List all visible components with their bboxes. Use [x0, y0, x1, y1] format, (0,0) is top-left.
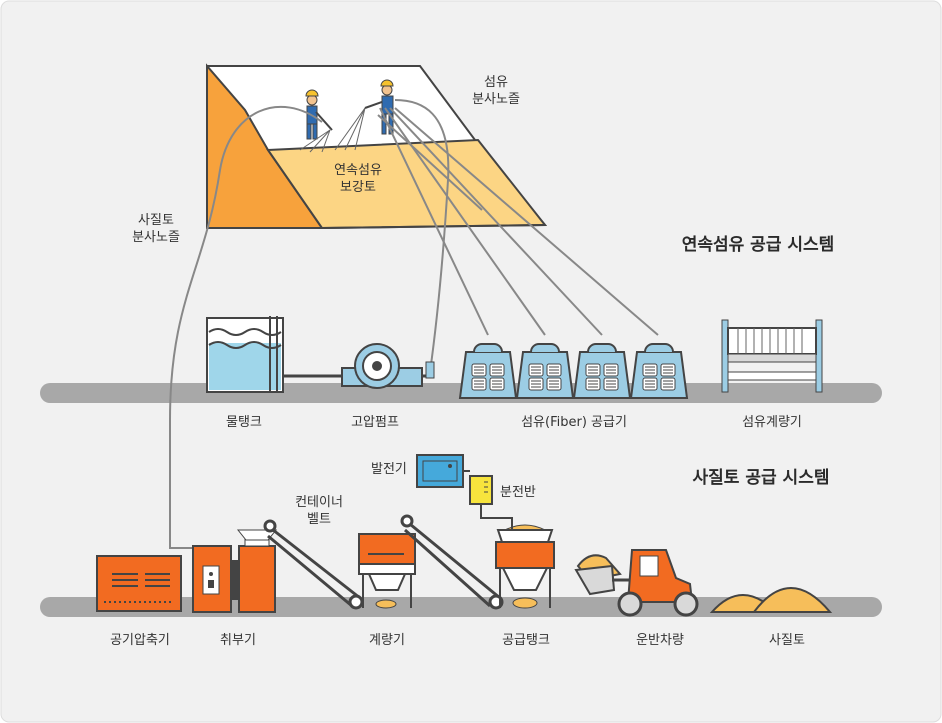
fiber-spool-icon[interactable]: [629, 343, 689, 399]
hp-pump-label: 고압펌프: [351, 415, 399, 430]
slope-label-line1: 연속섬유: [334, 163, 382, 178]
sand-piles: [709, 587, 833, 613]
conveyor-belt[interactable]: [263, 519, 364, 610]
distribution-panel[interactable]: [469, 475, 493, 505]
generator-label: 발전기: [371, 462, 407, 477]
supply-tank-label: 공급탱크: [502, 633, 550, 648]
fiber-nozzle-label-line1: 섬유: [484, 75, 508, 90]
conveyor-label: 컨테이너 벨트: [295, 494, 343, 528]
blower-label: 취부기: [220, 633, 256, 648]
blower-machine[interactable]: [192, 529, 278, 613]
supply-tank[interactable]: [495, 524, 555, 609]
conveyor-label-line2: 벨트: [307, 512, 331, 527]
fiber-feeder-label: 섬유(Fiber) 공급기: [521, 415, 627, 430]
spray-fan: [299, 107, 366, 153]
forklift-icon[interactable]: [574, 549, 699, 617]
water-tank[interactable]: [206, 316, 284, 393]
soil-nozzle-label: 사질토 분사노즐: [132, 212, 180, 246]
panel-label: 분전반: [500, 485, 536, 500]
fiber-spool-icon[interactable]: [572, 343, 632, 399]
air-compressor-label: 공기압축기: [110, 633, 170, 648]
conveyor-label-line1: 컨테이너: [295, 495, 343, 510]
fiber-meter[interactable]: [721, 319, 823, 393]
hoses: [169, 99, 659, 549]
generator-icon[interactable]: [416, 454, 464, 488]
weigher[interactable]: [358, 533, 416, 609]
fiber-spool-icon[interactable]: [458, 343, 518, 399]
slope-structure: [206, 63, 548, 230]
fiber-nozzle-label-line2: 분사노즐: [472, 92, 520, 107]
weigher-label: 계량기: [369, 633, 405, 648]
loader-label: 운반차량: [636, 633, 684, 648]
slope-label: 연속섬유 보강토: [334, 162, 382, 196]
fiber-system-title: 연속섬유 공급 시스템: [681, 235, 835, 255]
fiber-meter-label: 섬유계량기: [742, 415, 802, 430]
fiber-feeders[interactable]: [458, 343, 689, 399]
worker-icon: [364, 79, 394, 135]
fiber-nozzle-label: 섬유 분사노즐: [472, 74, 520, 108]
water-tank-label: 물탱크: [226, 415, 262, 430]
slope-label-line2: 보강토: [340, 180, 376, 195]
soil-nozzle-label-line1: 사질토: [138, 213, 174, 228]
soil-system-title: 사질토 공급 시스템: [692, 468, 830, 488]
air-compressor[interactable]: [96, 555, 182, 612]
pump-icon[interactable]: [341, 343, 435, 389]
fiber-spool-icon[interactable]: [515, 343, 575, 399]
soil-nozzle-label-line2: 분사노즐: [132, 230, 180, 245]
sand-label: 사질토: [769, 633, 805, 648]
panel-cable: [480, 504, 513, 530]
